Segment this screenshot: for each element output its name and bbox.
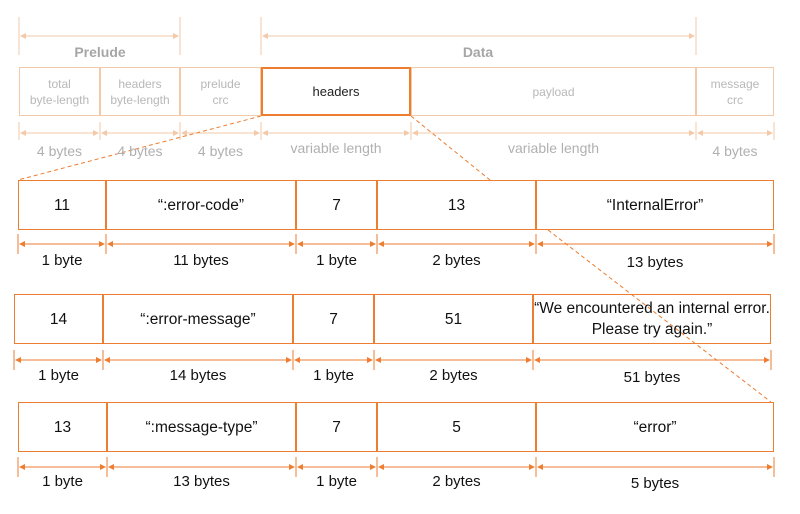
header-3-cell-4-text: 5 — [452, 418, 461, 436]
header-1-cell-4: 13 — [377, 180, 536, 230]
header-1-cell-5-text: “InternalError” — [606, 196, 704, 214]
header-2-cell-5-text: “We encountered an internal error. Pleas… — [534, 300, 770, 338]
header-3-cell-1: 13 — [18, 402, 107, 452]
header-2-size-label-5: 51 bytes — [623, 369, 681, 386]
header-2-cell-2-text: “:error-message” — [140, 310, 256, 328]
field-3-text: prelude crc — [200, 76, 241, 107]
header-3-size-label-2: 13 bytes — [173, 473, 230, 490]
header-3-size-label-4: 2 bytes — [432, 473, 481, 490]
field-5-text: payload — [532, 84, 575, 99]
header-2-cell-4: 51 — [374, 294, 533, 344]
header-1-cell-1: 11 — [18, 180, 106, 230]
header-1-cell-3: 7 — [296, 180, 377, 230]
header-2-size-label-1: 1 byte — [38, 367, 79, 384]
header-3-cell-2-text: “:message-type” — [145, 418, 258, 436]
data-section-label: Data — [462, 44, 494, 60]
header-2-cell-3-text: 7 — [329, 310, 338, 328]
field-5-size-label: variable length — [507, 140, 600, 156]
field-3: prelude crc — [180, 67, 261, 116]
header-3-cell-1-text: 13 — [53, 418, 72, 436]
field-6: message crc — [696, 67, 774, 116]
header-3-cell-5: “error” — [536, 402, 774, 452]
header-1-size-label-2: 11 bytes — [173, 252, 229, 269]
field-2: headers byte-length — [100, 67, 180, 116]
header-1-cell-5: “InternalError” — [536, 180, 774, 230]
field-2-text: headers byte-length — [110, 76, 170, 107]
header-2-cell-1: 14 — [14, 294, 103, 344]
header-3-size-label-3: 1 byte — [316, 473, 357, 490]
header-3-cell-3-text: 7 — [332, 418, 341, 436]
zoom-line-right — [410, 115, 491, 181]
header-1-size-label-3: 1 byte — [316, 252, 357, 269]
header-2-size-label-3: 1 byte — [313, 367, 354, 384]
field-1-size-label: 4 bytes — [36, 143, 83, 159]
header-3-cell-2: “:message-type” — [107, 402, 296, 452]
header-3-size-label-5: 5 bytes — [630, 475, 680, 492]
field-6-size-label: 4 bytes — [712, 143, 758, 159]
header-2-cell-4-text: 51 — [444, 310, 463, 328]
header-1-cell-2: “:error-code” — [106, 180, 296, 230]
field-4: headers — [261, 67, 411, 116]
header-2-cell-5: “We encountered an internal error. Pleas… — [533, 294, 771, 344]
header-2-cell-3: 7 — [293, 294, 374, 344]
payload-zoom-line — [547, 229, 772, 403]
header-3-cell-4: 5 — [377, 402, 536, 452]
header-1-size-label-4: 2 bytes — [432, 252, 481, 269]
header-1-size-label-5: 13 bytes — [626, 254, 684, 271]
field-4-text: headers — [312, 83, 360, 99]
prelude-section-label: Prelude — [74, 44, 126, 60]
header-1-cell-4-text: 13 — [447, 196, 466, 214]
field-4-size-label: variable length — [290, 140, 382, 156]
field-2-size-label: 4 bytes — [117, 143, 163, 159]
header-2-size-label-2: 14 bytes — [169, 367, 227, 384]
header-1-size-label-1: 1 byte — [41, 252, 83, 269]
field-1-text: total byte-length — [29, 76, 90, 107]
header-2-size-label-4: 2 bytes — [429, 367, 478, 384]
header-3-size-label-1: 1 byte — [42, 473, 83, 490]
header-3-cell-5-text: “error” — [633, 418, 677, 436]
field-5: payload — [411, 67, 696, 116]
field-1: total byte-length — [19, 67, 100, 116]
header-2-cell-1-text: 14 — [49, 310, 68, 328]
header-3-cell-3: 7 — [296, 402, 377, 452]
header-1-cell-2-text: “:error-code” — [157, 196, 245, 214]
field-6-text: message crc — [710, 76, 760, 107]
field-3-size-label: 4 bytes — [197, 143, 244, 159]
header-1-cell-1-text: 11 — [53, 196, 71, 214]
header-1-cell-3-text: 7 — [332, 196, 341, 214]
header-2-cell-2: “:error-message” — [103, 294, 293, 344]
